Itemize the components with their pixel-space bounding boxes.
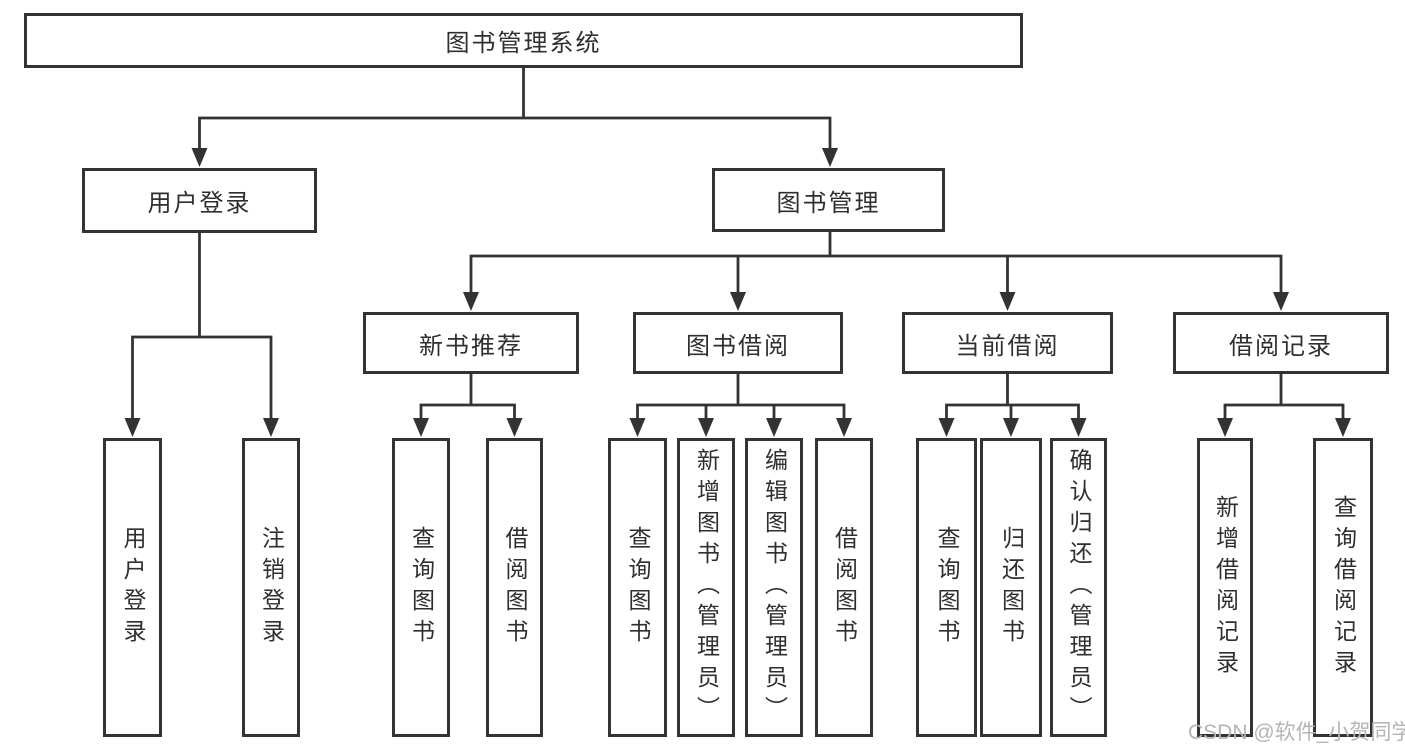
node-label: 查询图书 [934, 525, 960, 650]
node-label: 新增图书（管理员） [693, 448, 720, 727]
leaf-add-borrow-record: 新增借阅记录 [1197, 438, 1253, 737]
node-label: 借阅图书 [831, 525, 858, 650]
node-label: 归还图书 [998, 525, 1025, 650]
leaf-edit-book-admin: 编辑图书（管理员） [745, 438, 803, 737]
leaf-confirm-return-admin: 确认归还（管理员） [1050, 438, 1107, 737]
watermark: CSDN @软件_小贺同学 [1188, 721, 1405, 744]
node-label: 借阅图书 [502, 525, 528, 650]
node-label: 查询借阅记录 [1330, 494, 1357, 681]
node-label: 当前借阅 [955, 332, 1060, 360]
leaf-borrow-books-borrowing: 借阅图书 [815, 438, 873, 737]
arrowheads [124, 148, 1351, 437]
leaf-query-books-borrowing: 查询图书 [608, 438, 667, 737]
node-label: 查询图书 [408, 525, 435, 650]
node-book-management: 图书管理 [712, 168, 945, 232]
leaf-borrow-books-recommend: 借阅图书 [486, 438, 543, 737]
connector-paths [131, 68, 1345, 420]
node-book-borrowing: 图书借阅 [633, 312, 843, 374]
node-current-borrowing: 当前借阅 [902, 312, 1113, 374]
node-label: 借阅记录 [1229, 332, 1333, 360]
node-user-login: 用户登录 [82, 168, 317, 233]
node-label: 确认归还（管理员） [1066, 448, 1092, 727]
leaf-query-books-current: 查询图书 [916, 438, 977, 737]
leaf-logout: 注销登录 [242, 438, 300, 737]
node-library-system: 图书管理系统 [24, 13, 1023, 68]
node-borrowing-records: 借阅记录 [1173, 312, 1389, 374]
node-label: 图书管理 [776, 189, 881, 217]
node-new-book-recommend: 新书推荐 [363, 312, 579, 374]
node-label: 查询图书 [625, 525, 651, 650]
node-label: 用户登录 [120, 525, 146, 650]
node-label: 编辑图书（管理员） [761, 448, 788, 727]
leaf-query-borrow-record: 查询借阅记录 [1313, 438, 1373, 737]
node-label: 图书借阅 [686, 332, 790, 360]
leaf-add-book-admin: 新增图书（管理员） [677, 438, 735, 737]
node-label: 新书推荐 [419, 332, 523, 360]
node-label: 新增借阅记录 [1212, 494, 1239, 681]
leaf-user-login: 用户登录 [103, 438, 162, 737]
node-label: 注销登录 [258, 525, 285, 650]
leaf-return-book: 归还图书 [980, 438, 1042, 737]
node-label: 图书管理系统 [445, 30, 602, 57]
leaf-query-books-recommend: 查询图书 [392, 438, 450, 737]
node-label: 用户登录 [147, 190, 252, 217]
